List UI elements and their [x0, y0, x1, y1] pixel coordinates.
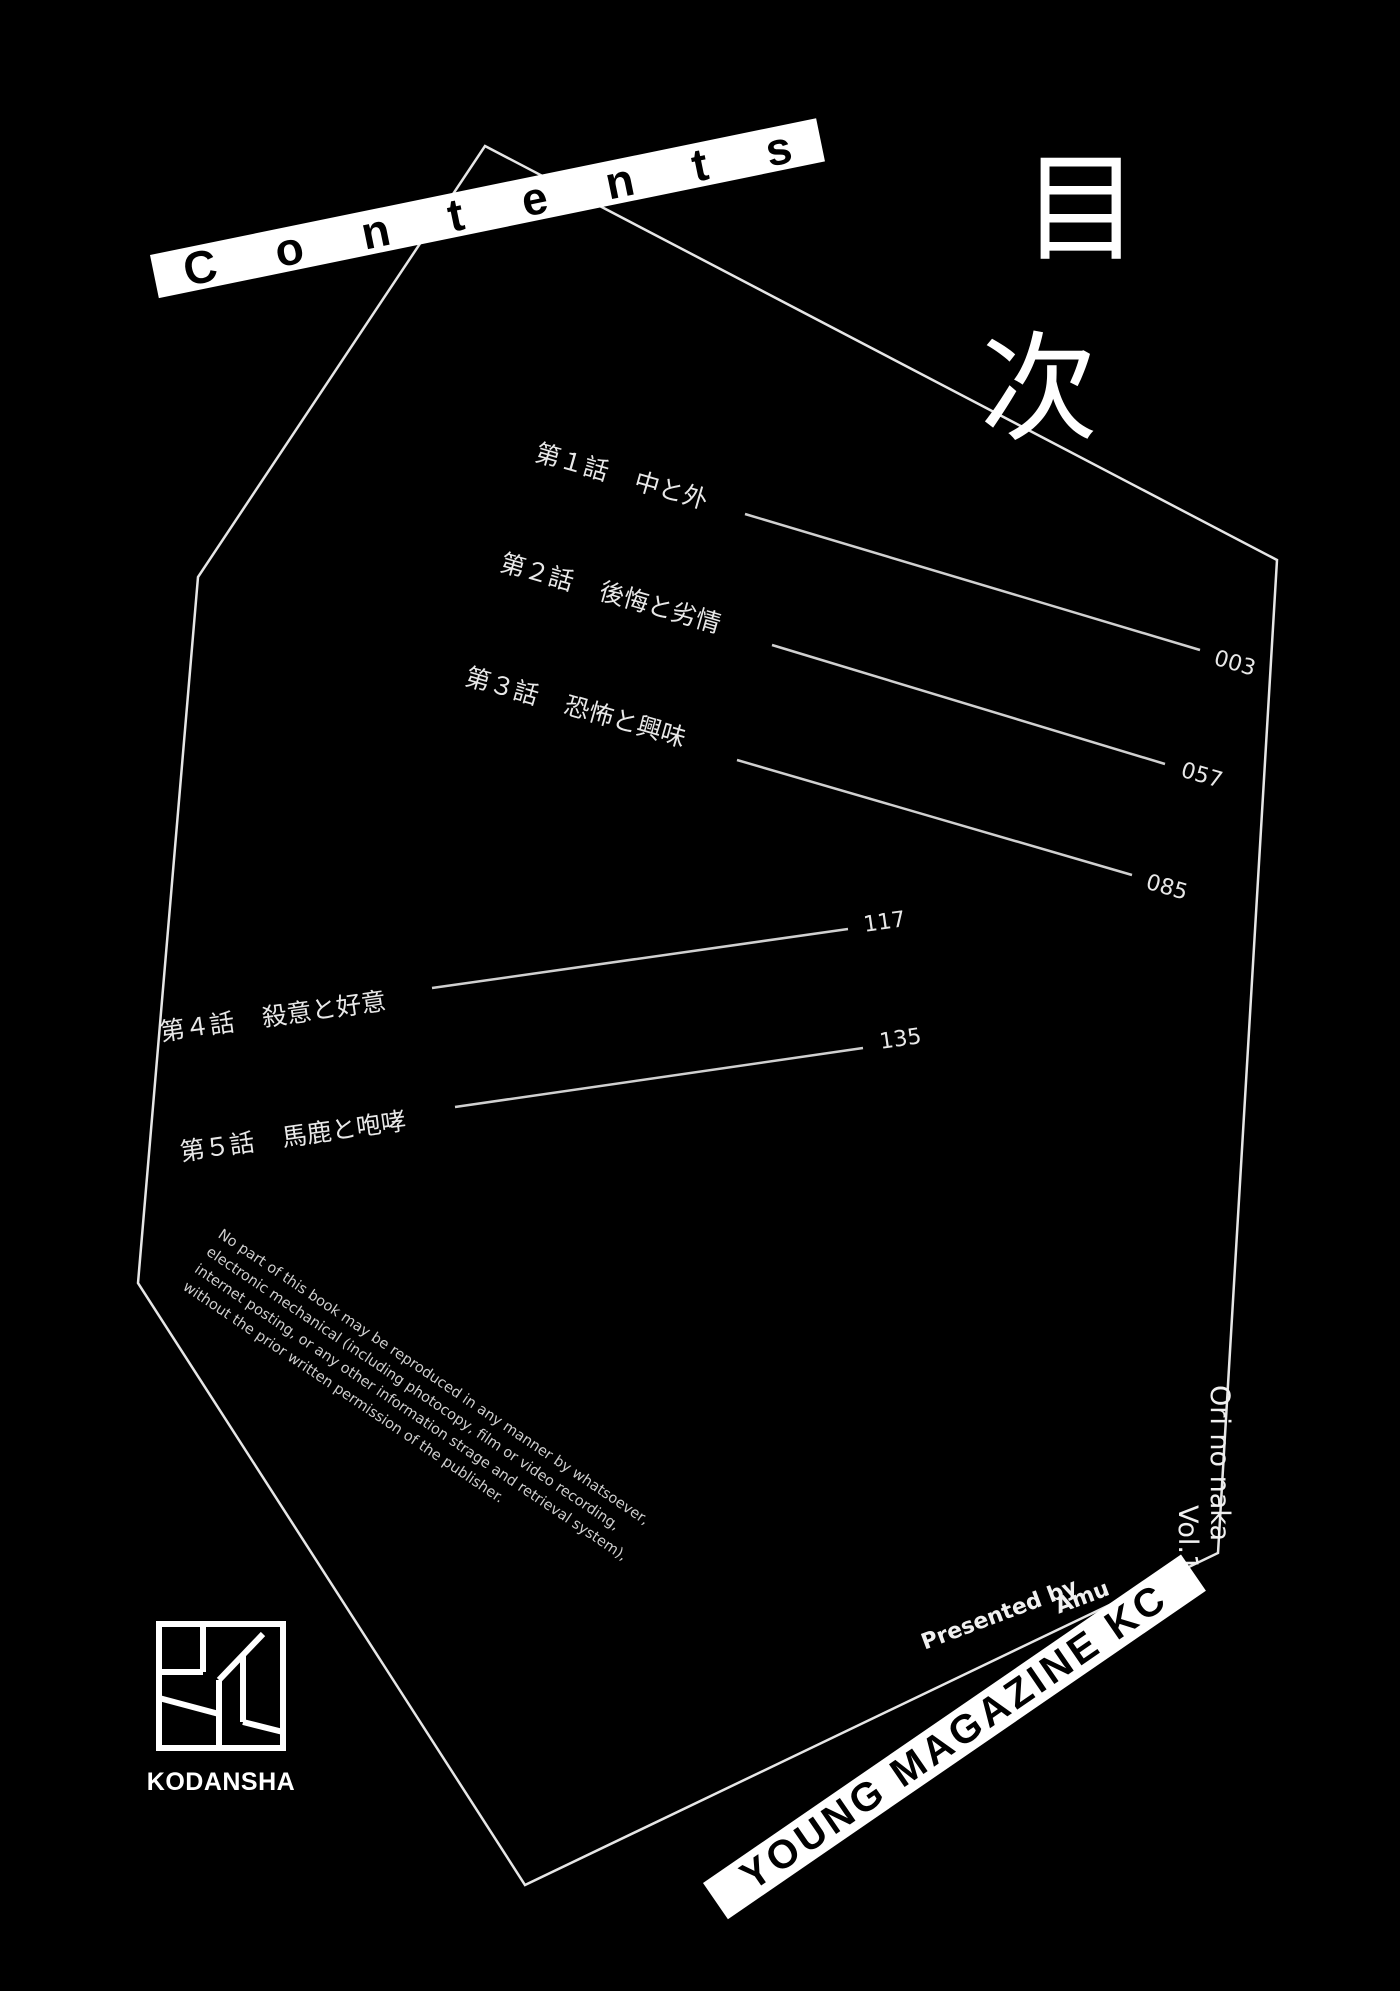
contents-letter: o — [270, 220, 308, 278]
contents-letter: s — [760, 120, 797, 177]
title-kanji-ji: 次 — [980, 320, 1099, 458]
leader-line-5 — [454, 1046, 864, 1109]
kodansha-logo-icon — [156, 1621, 286, 1751]
contents-letter: n — [356, 202, 395, 260]
frame-polygon — [136, 144, 1279, 1887]
series-title: Ori no naka — [1204, 1385, 1235, 1542]
contents-letter: n — [600, 152, 639, 210]
contents-letter: t — [442, 187, 469, 242]
leader-line-1 — [744, 512, 1201, 652]
leader-line-3 — [736, 758, 1133, 877]
leader-line-4 — [431, 927, 849, 990]
publisher-name: KODANSHA — [146, 1768, 296, 1796]
contents-letter: C — [178, 238, 222, 296]
contents-letter: e — [516, 170, 553, 227]
leader-line-2 — [771, 643, 1166, 766]
contents-letter: t — [686, 137, 713, 192]
title-kanji-moku: 目 — [1022, 140, 1141, 278]
